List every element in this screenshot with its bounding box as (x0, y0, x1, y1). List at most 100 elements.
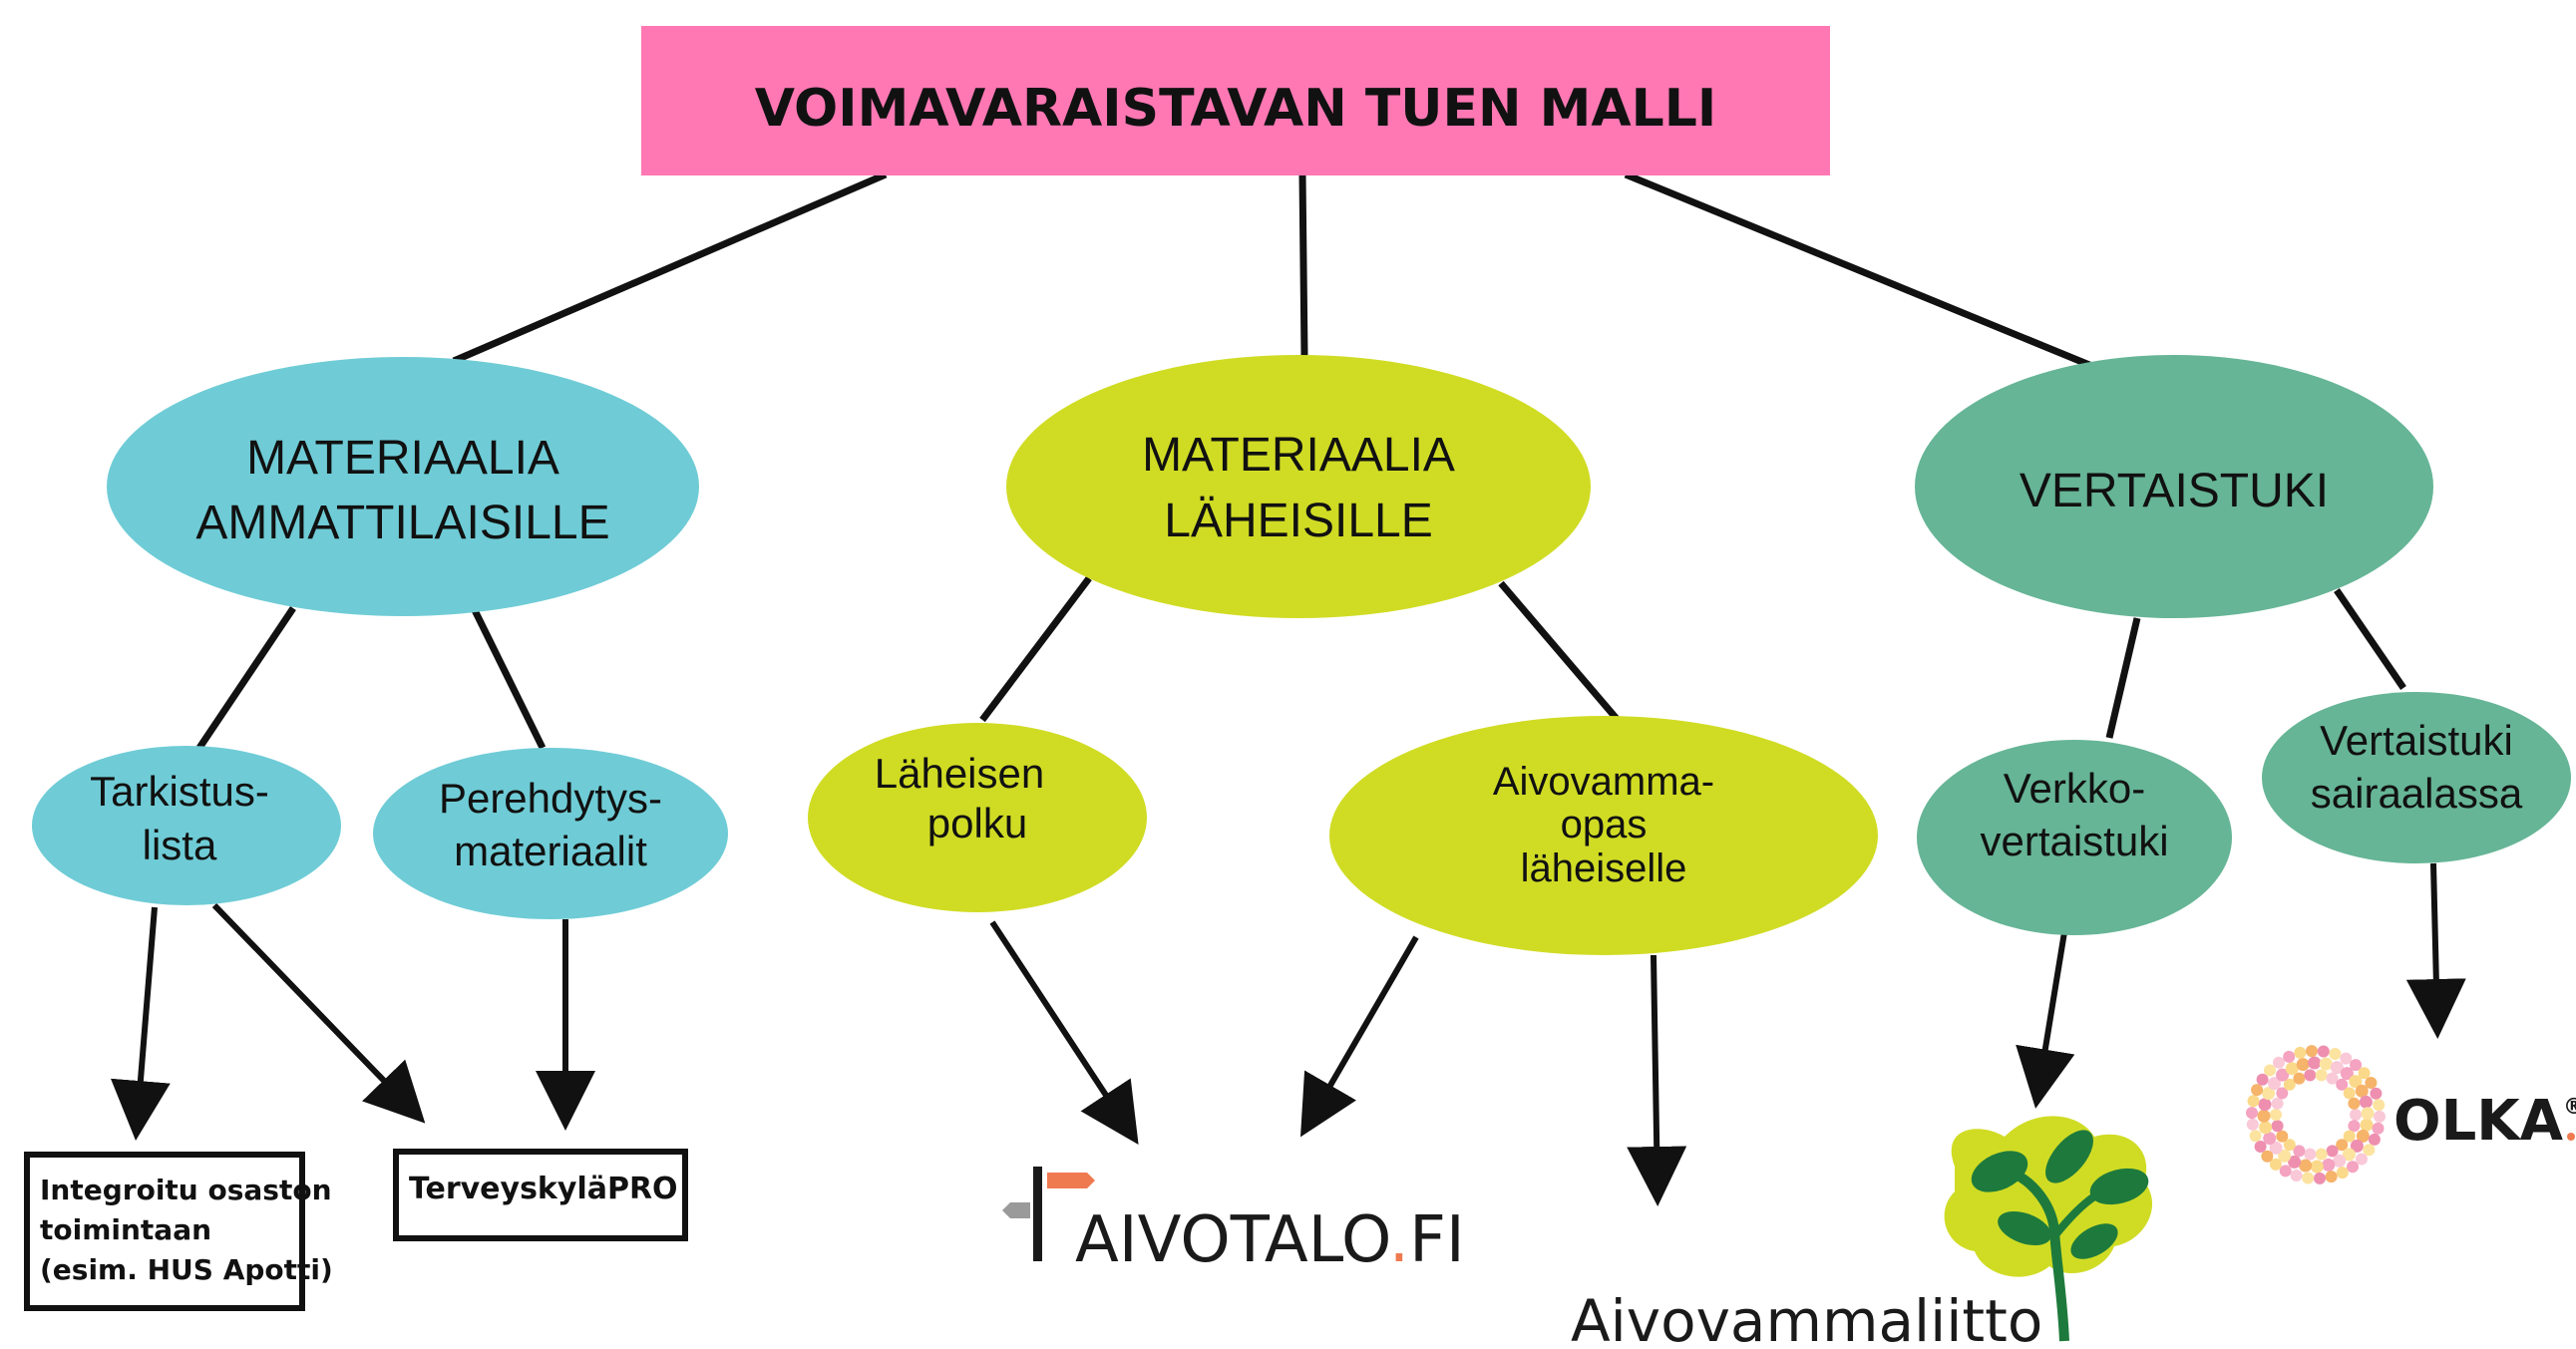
category-professionals-line2: AMMATTILAISILLE (195, 497, 609, 549)
olka-ring-dot (2329, 1048, 2342, 1060)
olka-ring-dot (2368, 1133, 2381, 1146)
olka-ring-dot (2283, 1050, 2296, 1063)
olka-ring-dot (2262, 1087, 2276, 1101)
olka-ring-dot (2263, 1132, 2277, 1146)
connector-peer-sairaala (2334, 588, 2406, 690)
olka-ring-dot (2363, 1144, 2376, 1157)
olka-ring-dot (2269, 1141, 2283, 1155)
olka-label: OLKA (2393, 1089, 2564, 1154)
aivotalo-logo: AIVOTALO.FI (1002, 1167, 1465, 1277)
olka-ring-dot (2317, 1045, 2330, 1058)
olka-ring-dot (2360, 1118, 2374, 1132)
olka-ring-dot (2359, 1095, 2373, 1109)
olka-ring-dot (2276, 1087, 2289, 1100)
olka-ring-dot (2355, 1084, 2369, 1098)
olka-ring-dot (2343, 1087, 2356, 1100)
output-integroitu-line3: (esim. HUS Apotti) (40, 1253, 333, 1286)
olka-ring-dot (2306, 1045, 2318, 1058)
subnode-opas-line3: läheiselle (1521, 846, 1687, 890)
arrow-opas-aivovammaliitto (1627, 954, 1687, 1206)
title-box: VOIMAVARAISTAVAN TUEN MALLI (641, 26, 1830, 175)
category-professionals: MATERIAALIA AMMATTILAISILLE (107, 357, 699, 616)
category-peer-line1: VERTAISTUKI (2020, 465, 2329, 517)
aivotalo-main: AIVOTALO (1075, 1203, 1389, 1277)
olka-ring-dot (2343, 1130, 2356, 1143)
olka-ring-dot (2276, 1130, 2289, 1143)
arrows (110, 862, 2466, 1206)
arrow-verkko-aivovammaliitto (2016, 931, 2075, 1109)
olka-ring-dot (2372, 1122, 2385, 1135)
olka-ring-dot (2342, 1148, 2356, 1162)
signpost-icon (1002, 1167, 1095, 1261)
olka-ring-dot (2304, 1069, 2317, 1082)
subnode-perehdytys-line2: materiaalit (454, 828, 647, 874)
svg-text:OLKA®: OLKA® (2393, 1089, 2576, 1154)
connector-relatives-laheisen (979, 575, 1092, 723)
olka-ring-dot (2271, 1097, 2284, 1110)
aivotalo-dot: . (1389, 1203, 1409, 1277)
olka-ring-dot (2294, 1046, 2307, 1059)
output-terveyskyla-label: TerveyskyläPRO (409, 1172, 678, 1206)
olka-ring-dot (2336, 1078, 2349, 1091)
olka-ring-dot (2374, 1110, 2386, 1123)
output-integroitu: Integroitu osaston toimintaan (esim. HUS… (24, 1152, 333, 1311)
olka-ring-dot (2370, 1087, 2383, 1100)
svg-text:AIVOTALO.FI: AIVOTALO.FI (1075, 1203, 1465, 1277)
connector-peer-verkko (2105, 617, 2141, 739)
olka-ring-dot (2326, 1145, 2339, 1158)
olka-ring-dot (2315, 1148, 2328, 1161)
olka-ring-dot (2270, 1109, 2282, 1121)
output-integroitu-line2: toimintaan (40, 1213, 211, 1246)
subnode-sairaala-line1: Vertaistuki (2320, 717, 2513, 764)
olka-ring-dot (2373, 1099, 2386, 1112)
olka-ring-dot (2279, 1165, 2292, 1178)
olka-ring-dot (2340, 1067, 2354, 1081)
olka-ring-dot (2348, 1120, 2361, 1133)
olka-ring-dot (2340, 1052, 2353, 1065)
olka-ring-dot (2326, 1072, 2339, 1085)
olka-ring-dot (2269, 1158, 2282, 1171)
olka-ring-dot (2288, 1155, 2302, 1169)
olka-ring-dot (2365, 1077, 2378, 1089)
subnode-perehdytys-line1: Perehdytys- (439, 775, 662, 822)
subnode-laheisen-line1: Läheisen (875, 750, 1044, 797)
subnode-tarkistus: Tarkistus- lista (32, 746, 341, 905)
olka-ring-dot (2256, 1073, 2269, 1086)
category-professionals-line1: MATERIAALIA (246, 432, 559, 485)
subnode-tarkistus-line1: Tarkistus- (90, 768, 269, 815)
olka-ring-dot (2247, 1095, 2260, 1108)
olka-ring-dot (2285, 1062, 2299, 1076)
aivotalo-suffix: FI (1409, 1203, 1465, 1277)
category-relatives: MATERIAALIA LÄHEISILLE (1006, 355, 1591, 618)
olka-ring-dot (2251, 1084, 2264, 1097)
olka-ring-dot (2259, 1121, 2273, 1135)
connector-title-professionals (452, 170, 888, 365)
olka-ring-dot (2350, 1109, 2362, 1121)
olka-ring-dot (2310, 1160, 2324, 1174)
subnode-sairaala: Vertaistuki sairaalassa (2262, 692, 2571, 863)
olka-ring-dot (2333, 1154, 2347, 1168)
dot-ring-icon (2246, 1045, 2386, 1184)
subnode-opas-line2: opas (1561, 803, 1648, 846)
category-relatives-line1: MATERIAALIA (1142, 429, 1455, 482)
olka-ring-dot (2246, 1107, 2258, 1120)
aivovammaliitto-label: Aivovammaliitto (1571, 1287, 2042, 1349)
connector-professionals-tarkistus (196, 606, 296, 750)
olka-ring-dot (2302, 1172, 2315, 1184)
olka-ring-dot (2249, 1130, 2262, 1143)
subnode-tarkistus-line2: lista (143, 822, 217, 868)
subnode-verkko-line2: vertaistuki (1980, 818, 2168, 864)
olka-ring-dot (2257, 1109, 2271, 1123)
output-integroitu-line1: Integroitu osaston (40, 1174, 332, 1206)
olka-ring-dot (2356, 1129, 2370, 1143)
olka-ring-dot (2336, 1167, 2349, 1180)
subnode-laheisen: Läheisen polku (808, 723, 1147, 912)
brain-tree-icon (1944, 1116, 2153, 1342)
olka-ring-dot (2268, 1077, 2282, 1091)
olka-ring-dot (2325, 1171, 2338, 1183)
olka-ring-dot (2293, 1145, 2306, 1158)
olka-registered: ® (2563, 1095, 2576, 1120)
olka-ring-dot (2304, 1148, 2317, 1161)
arrow-laheisen-aivotalo (989, 920, 1139, 1146)
subnode-aivovamma-opas: Aivovamma- opas läheiselle (1329, 716, 1878, 955)
